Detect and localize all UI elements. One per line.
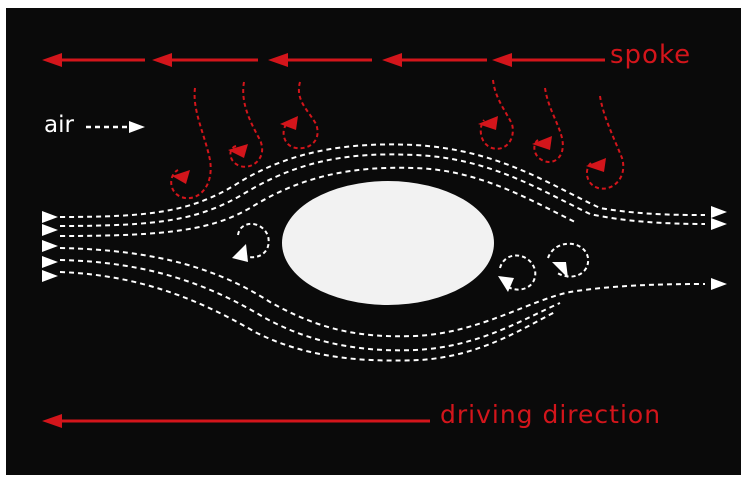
air-legend-arrow xyxy=(86,121,145,133)
spoke-vortex-arrowheads xyxy=(172,116,606,184)
rim-body xyxy=(282,181,494,305)
spoke-label: spoke xyxy=(610,40,691,70)
driving-direction-label: driving direction xyxy=(440,400,661,429)
airflow-inlet-arrowheads xyxy=(42,211,58,282)
spoke-vortices xyxy=(171,80,623,198)
spoke-arrows xyxy=(42,53,605,67)
air-label: air xyxy=(44,112,74,138)
airflow-outlet-arrowheads xyxy=(711,206,727,290)
driving-direction-arrow xyxy=(42,414,430,428)
